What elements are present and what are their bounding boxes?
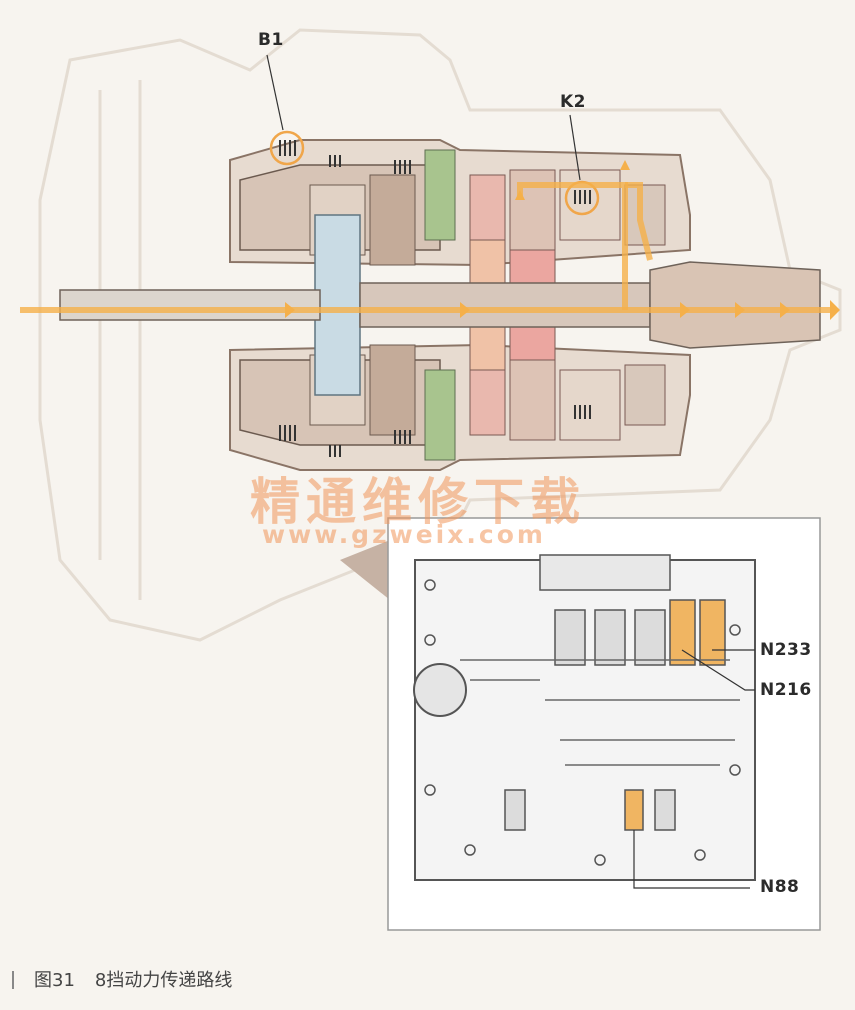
watermark-text: 精通维修下载	[250, 472, 586, 531]
power-flow-arrows	[285, 160, 840, 320]
n216-label: N216	[760, 680, 812, 700]
valve-body-inset	[340, 517, 821, 931]
upper-housing	[229, 139, 691, 281]
n233-label: N233	[760, 640, 812, 660]
caption-bar	[12, 971, 14, 989]
b1-label: B1	[258, 30, 284, 50]
k2-label: K2	[560, 92, 587, 112]
k2-leader-line	[569, 114, 581, 181]
gearbox-housing-outline	[38, 28, 842, 642]
watermark-url: www.gzweix.com	[262, 520, 546, 549]
b1-leader-line	[266, 54, 284, 131]
figure-caption: 图31 8挡动力传递路线	[12, 966, 232, 992]
clutch-packs	[279, 140, 591, 457]
n88-label: N88	[760, 877, 800, 897]
lower-housing	[229, 329, 691, 471]
caption-number: 图31	[34, 970, 75, 991]
caption-title: 8挡动力传递路线	[94, 970, 233, 991]
b1-highlight-circle	[269, 130, 305, 166]
